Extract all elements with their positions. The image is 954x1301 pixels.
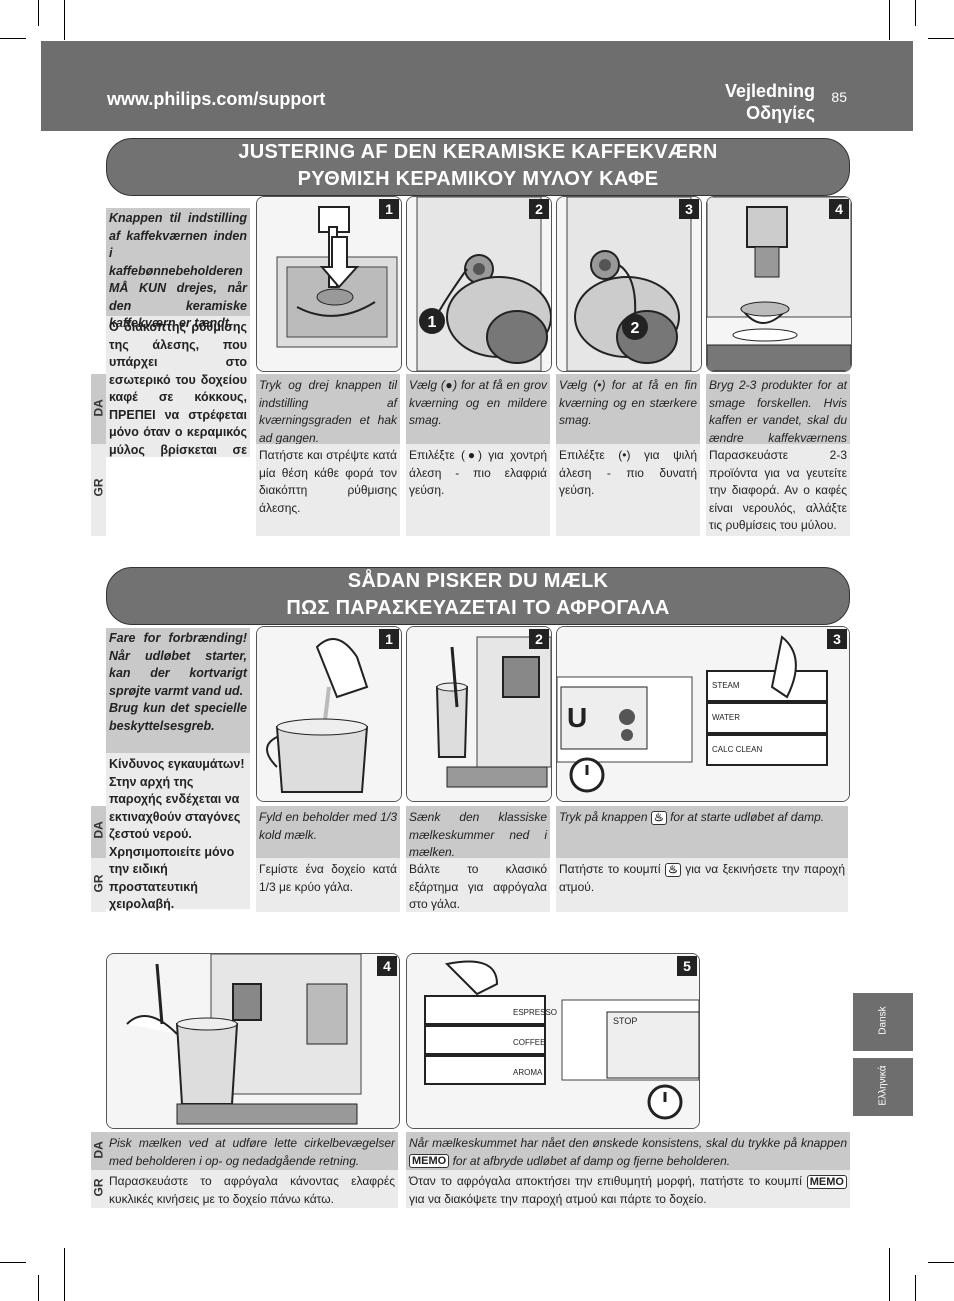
menu-item-water: WATER bbox=[712, 713, 740, 722]
section2-note-gr-2: Χρησιμοποιείτε μόνο την ειδική προστατευ… bbox=[109, 844, 235, 912]
section2-step1-caption-gr: Γεμίστε ένα δοχείο κατά 1/3 με κρύο γάλα… bbox=[256, 858, 400, 912]
menu-item-espresso: ESPRESSO bbox=[513, 1008, 558, 1017]
section1-step3-caption-gr: Επιλέξτε (•) για ψιλή άλεση - πιο δυνατή… bbox=[556, 444, 700, 536]
lang-label-gr: GR bbox=[91, 1170, 106, 1208]
header-title-da: Vejledning bbox=[724, 81, 815, 101]
steam-icon: ♨ bbox=[664, 862, 681, 877]
step-number: 3 bbox=[827, 629, 847, 649]
memo-icon: MEMO bbox=[806, 1174, 847, 1189]
step-number: 4 bbox=[829, 199, 849, 219]
page-number: 85 bbox=[831, 89, 847, 105]
section2-step2-illustration: 2 bbox=[406, 626, 552, 802]
menu-item-coffee: COFFEE bbox=[513, 1038, 546, 1047]
section1-step4-illustration: 4 bbox=[706, 196, 852, 372]
section1-step4-caption-gr: Παρασκευάστε 2-3 προϊόντα για να γευτείτ… bbox=[706, 444, 850, 536]
section1-step1-illustration: 1 bbox=[256, 196, 402, 372]
menu-item-calc-clean: CALC CLEAN bbox=[712, 745, 763, 754]
section2-step4-caption-gr: Παρασκευάστε το αφρόγαλα κάνοντας ελαφρέ… bbox=[106, 1170, 398, 1208]
crop-mark bbox=[64, 0, 65, 40]
section2-step2-caption-gr: Βάλτε το κλασικό εξάρτημα για αφρόγαλα σ… bbox=[406, 858, 550, 912]
tab-ellinika[interactable]: Ελληνικά bbox=[853, 1058, 913, 1116]
section2-note-gr: Κίνδυνος εγκαυμάτων! Στην αρχή της παροχ… bbox=[106, 753, 250, 911]
menu-item-steam: STEAM bbox=[712, 681, 740, 690]
section1-side-filler bbox=[106, 459, 256, 536]
section1-step2-caption-gr: Επιλέξτε (●) για χοντρή άλεση - πιο ελαφ… bbox=[406, 444, 550, 536]
step-number: 2 bbox=[529, 199, 549, 219]
section1-step2-illustration: 1 2 bbox=[406, 196, 552, 372]
section1-title-da: JUSTERING AF DEN KERAMISKE KAFFEKVÆRN bbox=[238, 141, 718, 163]
section1-step3-illustration: 2 3 bbox=[556, 196, 702, 372]
tab-dansk[interactable]: Dansk bbox=[853, 993, 913, 1051]
section1-banner: JUSTERING AF DEN KERAMISKE KAFFEKVÆRN ΡΥ… bbox=[106, 138, 850, 196]
crop-mark bbox=[38, 1275, 39, 1301]
step-number: 3 bbox=[679, 199, 699, 219]
section1-note: Knappen til indstilling af kaffekværnen … bbox=[106, 208, 250, 474]
svg-text:U: U bbox=[567, 702, 587, 733]
section2-step3-illustration: U STEAM WATER CALC CLEAN 3 bbox=[556, 626, 850, 802]
steam-icon: ♨ bbox=[650, 810, 667, 825]
page-header: www.philips.com/support Vejledning Οδηγί… bbox=[41, 41, 913, 131]
section2-step3-caption-gr: Πατήστε το κουμπί ♨ για να ξεκινήσετε τη… bbox=[556, 858, 848, 912]
section2-step1-caption-da: Fyld en beholder med 1/3 kold mælk. bbox=[256, 806, 400, 858]
section2-step5-caption-gr: Όταν το αφρόγαλα αποκτήσει την επιθυμητή… bbox=[406, 1170, 850, 1208]
crop-mark bbox=[928, 1262, 954, 1263]
lang-label-da: DA bbox=[91, 806, 106, 858]
crop-mark bbox=[0, 1262, 26, 1263]
section1-step2-caption-da: Vælg (●) for at få en grov kværning og e… bbox=[406, 374, 550, 444]
crop-mark bbox=[0, 38, 26, 39]
section1-step1-caption-gr: Πατήστε και στρέψτε κατά μία θέση κάθε φ… bbox=[256, 444, 400, 536]
section1-step4-caption-da: Bryg 2-3 produkter for at smage forskell… bbox=[706, 374, 850, 462]
lang-label-gr: GR bbox=[91, 858, 106, 912]
section1-note-da: Knappen til indstilling af kaffekværnen … bbox=[106, 208, 250, 330]
crop-mark bbox=[889, 0, 890, 40]
step-number: 2 bbox=[529, 629, 549, 649]
section2-note-da: Fare for forbrænding! Når udløbet starte… bbox=[106, 628, 250, 753]
section1-step1-caption-da: Tryk og drej knappen til indstilling af … bbox=[256, 374, 400, 445]
crop-mark bbox=[64, 1248, 65, 1301]
step-number: 5 bbox=[677, 956, 697, 976]
header-title-gr: Οδηγίες bbox=[746, 103, 815, 123]
section2-banner: SÅDAN PISKER DU MÆLK ΠΩΣ ΠΑΡΑΣΚΕΥΑΖΕΤΑΙ … bbox=[106, 567, 850, 625]
section2-step2-caption-da: Sænk den klassiske mælkeskummer ned i mæ… bbox=[406, 806, 550, 859]
crop-mark bbox=[928, 38, 954, 39]
memo-icon: MEMO bbox=[409, 1154, 450, 1169]
menu-item-aroma: AROMA bbox=[513, 1068, 543, 1077]
lang-label-gr: GR bbox=[91, 444, 106, 536]
header-title: Vejledning Οδηγίες bbox=[725, 80, 815, 124]
selection-badge: 1 bbox=[428, 314, 437, 331]
step-number: 4 bbox=[377, 956, 397, 976]
section2-title-da: SÅDAN PISKER DU MÆLK bbox=[347, 570, 609, 592]
crop-mark bbox=[38, 0, 39, 26]
section2-step4-caption-da: Pisk mælken ved at udføre lette cirkelbe… bbox=[106, 1132, 398, 1170]
section2-step1-illustration: 1 bbox=[256, 626, 402, 802]
section2-step4-illustration: 4 bbox=[106, 953, 400, 1129]
crop-mark bbox=[915, 1275, 916, 1301]
step-number: 1 bbox=[379, 199, 399, 219]
section2-note: Fare for forbrænding! Når udløbet starte… bbox=[106, 628, 250, 911]
lang-label-da: DA bbox=[91, 1132, 106, 1170]
section1-title-gr: ΡΥΘΜΙΣΗ ΚΕΡΑΜΙΚΟΥ ΜΥΛΟΥ ΚΑΦΕ bbox=[297, 168, 659, 190]
crop-mark bbox=[915, 0, 916, 26]
support-url[interactable]: www.philips.com/support bbox=[107, 89, 326, 109]
section2-step3-caption-da: Tryk på knappen ♨ for at starte udløbet … bbox=[556, 806, 848, 858]
step-number: 1 bbox=[379, 629, 399, 649]
section1-step3-caption-da: Vælg (•) for at få en fin kværning og en… bbox=[556, 374, 700, 444]
section1-note-gr: Ο διακόπτης ρύθμισης της άλεσης, που υπά… bbox=[106, 316, 250, 474]
display-stop-text: STOP bbox=[613, 1016, 638, 1026]
section2-note-da-1: Fare for forbrænding! Når udløbet starte… bbox=[109, 631, 247, 698]
section2-step5-caption-da: Når mælkeskummet har nået den ønskede ko… bbox=[406, 1132, 850, 1170]
section2-note-da-2: Brug kun det specielle beskyttelsesgreb. bbox=[109, 701, 247, 733]
lang-label-da: DA bbox=[91, 374, 106, 444]
section2-step5-illustration: ESPRESSO COFFEE AROMA STOP 5 bbox=[406, 953, 700, 1129]
selection-badge: 2 bbox=[631, 320, 640, 337]
section2-title-gr: ΠΩΣ ΠΑΡΑΣΚΕΥΑΖΕΤΑΙ ΤΟ ΑΦΡΟΓΑΛΑ bbox=[286, 597, 670, 619]
crop-mark bbox=[889, 1248, 890, 1301]
section2-note-gr-1: Κίνδυνος εγκαυμάτων! Στην αρχή της παροχ… bbox=[109, 757, 245, 841]
